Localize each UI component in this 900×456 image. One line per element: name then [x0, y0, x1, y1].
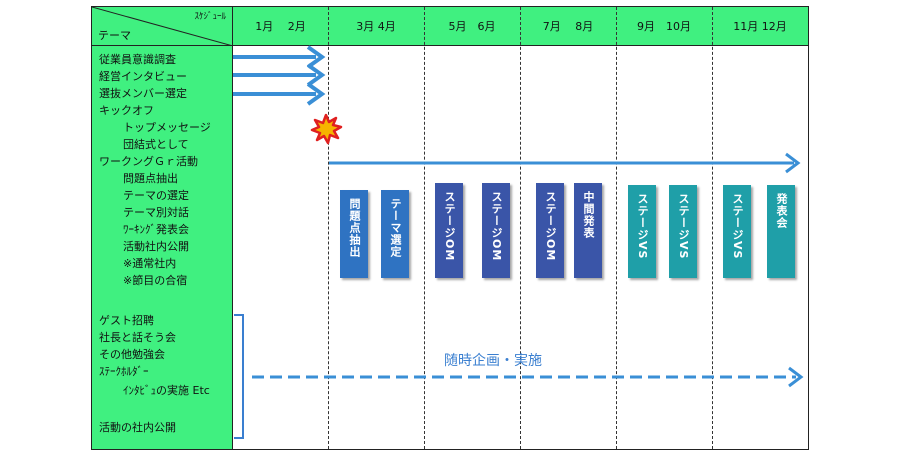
- theme-working-presentation: ﾜｰｷﾝｸﾞ発表会: [123, 223, 189, 236]
- month-header-nov-dec: 11月 12月: [712, 7, 808, 46]
- month-header-jul-aug: 7月 8月: [520, 7, 616, 46]
- schedule-frame: [91, 6, 809, 450]
- arrow-adhoc-dashed: [252, 366, 804, 388]
- adhoc-label: 随時企画・実施: [444, 353, 542, 369]
- activity-bar: 問題点抽出: [340, 190, 368, 278]
- activity-bar: ステージOM: [482, 183, 510, 278]
- theme-column: [92, 46, 233, 449]
- month-header-sep-oct: 9月 10月: [616, 7, 712, 46]
- activity-bar: ステージVS: [669, 185, 697, 278]
- theme-president-talk: 社長と話そう会: [99, 331, 176, 344]
- activity-bar-label: ステージOM: [490, 191, 503, 262]
- month-header-mar-apr: 3月 4月: [328, 7, 424, 46]
- theme-kickoff: キックオフ: [99, 104, 154, 117]
- column-divider: [712, 7, 713, 449]
- activity-bar: 発表会: [767, 185, 795, 278]
- activity-bar-label: 問題点抽出: [348, 198, 361, 258]
- activity-bar-label: ステージVS: [731, 193, 744, 260]
- activity-bar-label: ステージOM: [443, 191, 456, 262]
- theme-member-selection: 選抜メンバー選定: [99, 87, 187, 100]
- activity-bar: 中間発表: [574, 183, 602, 278]
- theme-topic-selection: テーマの選定: [123, 189, 189, 202]
- theme-stakeholder: ｽﾃｰｸﾎﾙﾀﾞｰ: [99, 365, 149, 378]
- activity-bar-label: 発表会: [775, 193, 788, 229]
- activity-bar-label: ステージVS: [677, 193, 690, 260]
- schedule-label: ｽｹｼﾞｭｰﾙ: [194, 12, 226, 22]
- header-corner: ｽｹｼﾞｭｰﾙ テーマ: [92, 7, 233, 46]
- theme-activity-publication: 活動の社内公開: [99, 421, 176, 434]
- activity-bar: ステージOM: [435, 183, 463, 278]
- theme-guest-invitation: ゲスト招聘: [99, 314, 154, 327]
- month-header-may-jun: 5月 6月: [424, 7, 520, 46]
- theme-problem-extraction: 問題点抽出: [123, 172, 178, 185]
- month-header-jan-feb: 1月 2月: [233, 7, 328, 46]
- theme-internal-publication: 活動社内公開: [123, 240, 189, 253]
- activity-bar-label: ステージVS: [636, 193, 649, 260]
- theme-interview-etc: ｲﾝﾀﾋﾞｭの実施 Etc: [123, 384, 210, 397]
- column-divider: [616, 7, 617, 449]
- theme-management-interview: 経営インタビュー: [99, 70, 187, 83]
- theme-top-message: トップメッセージ: [123, 121, 211, 134]
- activity-bar: ステージVS: [628, 185, 656, 278]
- arrow-working-group: [329, 152, 801, 174]
- theme-topic-dialogue: テーマ別対話: [123, 206, 189, 219]
- activity-bar-label: ステージOM: [544, 191, 557, 262]
- adhoc-bracket: [234, 314, 244, 439]
- activity-bar: テーマ選定: [381, 190, 409, 278]
- corner-diagonal: [92, 7, 233, 46]
- activity-bar: ステージVS: [723, 185, 751, 278]
- activity-bar: ステージOM: [536, 183, 564, 278]
- activity-bar-label: 中間発表: [582, 191, 595, 239]
- theme-normal-internal: ※通常社内: [123, 257, 177, 270]
- theme-other-study: その他勉強会: [99, 348, 165, 361]
- column-divider: [520, 7, 521, 449]
- activity-bar-label: テーマ選定: [389, 198, 402, 258]
- arrow-employee-survey: [233, 45, 326, 69]
- theme-label: テーマ: [98, 29, 131, 42]
- arrow-member-selection: [233, 82, 326, 106]
- kickoff-star-icon: [310, 113, 343, 145]
- theme-unity-ceremony: 団結式として: [123, 138, 189, 151]
- column-divider: [424, 7, 425, 449]
- arrow-management-interview: [233, 63, 326, 87]
- column-divider: [328, 7, 329, 449]
- theme-working-group: ワークングＧｒ活動: [99, 155, 198, 168]
- theme-employee-survey: 従業員意識調査: [99, 53, 176, 66]
- theme-milestone-camp: ※節目の合宿: [123, 274, 188, 287]
